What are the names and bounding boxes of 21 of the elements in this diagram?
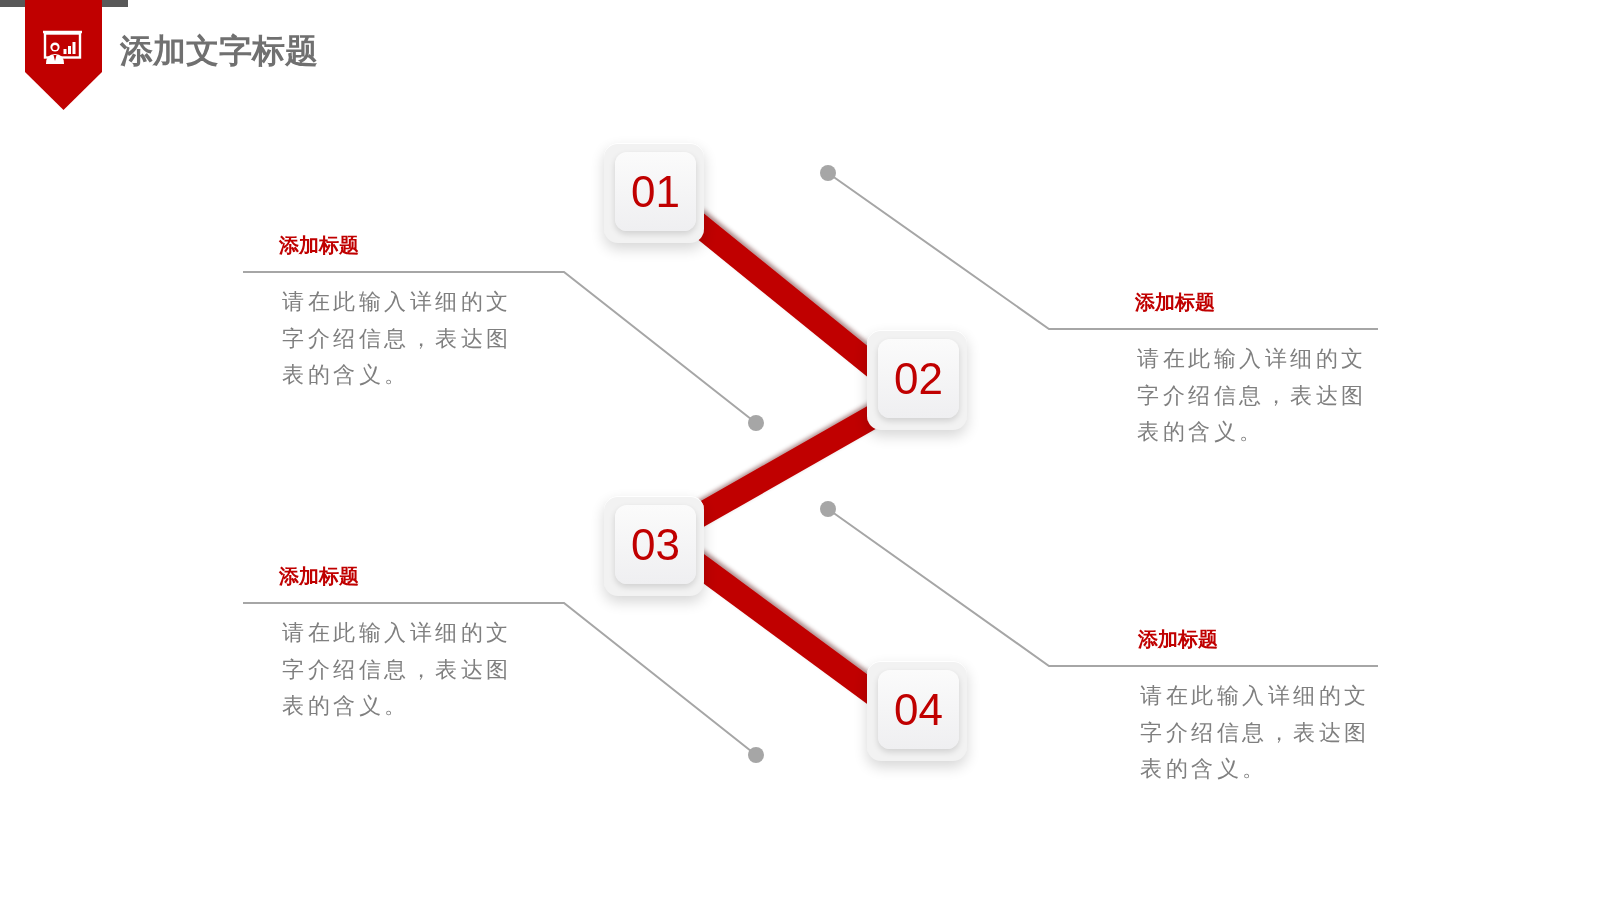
item-description: 请在此输入详细的文字介绍信息，表达图表的含义。 bbox=[282, 619, 513, 720]
step-number: 01 bbox=[631, 169, 680, 214]
step-number: 03 bbox=[631, 522, 680, 567]
number-tile bbox=[604, 143, 704, 243]
step-number: 04 bbox=[894, 687, 943, 732]
step-number: 02 bbox=[894, 356, 943, 401]
item-heading: 添加标题 bbox=[1135, 289, 1215, 316]
item-description: 请在此输入详细的文字介绍信息，表达图表的含义。 bbox=[1140, 682, 1371, 783]
item-heading: 添加标题 bbox=[279, 563, 359, 590]
item-description: 请在此输入详细的文字介绍信息，表达图表的含义。 bbox=[282, 288, 513, 389]
leader-line bbox=[242, 602, 764, 763]
item-heading: 添加标题 bbox=[279, 232, 359, 259]
item-description: 请在此输入详细的文字介绍信息，表达图表的含义。 bbox=[1137, 345, 1368, 446]
number-tile bbox=[867, 330, 967, 430]
leader-line bbox=[820, 501, 1379, 667]
leader-line bbox=[242, 271, 764, 431]
page-title: 添加文字标题 bbox=[120, 32, 318, 70]
item-heading: 添加标题 bbox=[1138, 626, 1218, 653]
number-tile bbox=[867, 661, 967, 761]
number-tile bbox=[604, 496, 704, 596]
leader-line bbox=[820, 165, 1379, 330]
